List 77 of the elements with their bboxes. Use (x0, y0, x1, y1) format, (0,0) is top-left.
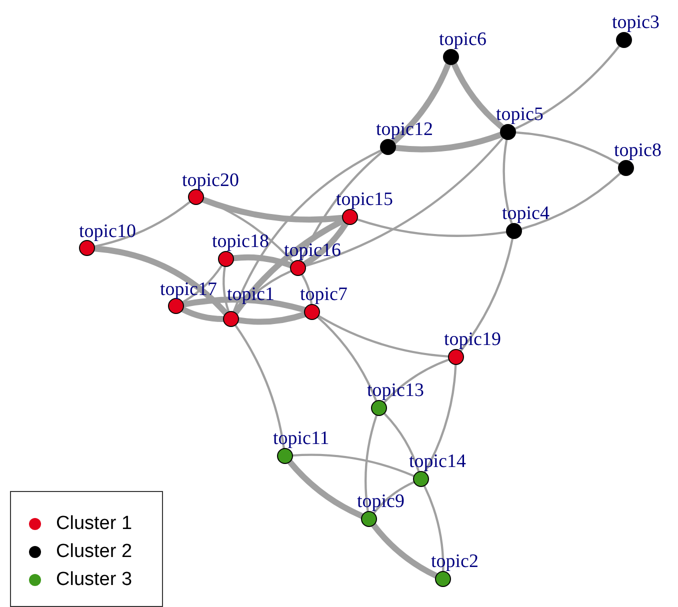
node-label: topic16 (284, 241, 341, 260)
node-label: topic12 (376, 120, 433, 139)
node-circle (506, 223, 522, 239)
node-label: topic18 (212, 232, 269, 251)
network-edge (236, 312, 308, 325)
network-edge (451, 61, 505, 130)
node-label: topic8 (614, 141, 662, 160)
node-circle (277, 448, 293, 464)
network-edge (392, 132, 504, 152)
node-label: topic4 (502, 204, 550, 223)
node-circle (435, 571, 451, 587)
node-circle (413, 471, 429, 487)
node-label: topic2 (431, 552, 478, 571)
network-edge (94, 200, 191, 248)
node-circle (443, 49, 459, 65)
node-label: topic7 (300, 285, 348, 304)
network-edge (502, 138, 513, 224)
network-edge (383, 358, 450, 404)
node-label: topic5 (496, 105, 544, 124)
node-label: topic1 (227, 285, 274, 304)
network-edge (514, 131, 620, 166)
node-label: topic17 (160, 280, 217, 299)
network-edge (424, 364, 457, 474)
network-edge (318, 315, 450, 358)
network-edge (304, 137, 504, 267)
network-edge (383, 412, 420, 472)
network-edge (287, 459, 365, 519)
node-label: topic13 (367, 381, 424, 400)
network-edge (316, 316, 378, 402)
network-edge (92, 246, 229, 316)
node-label: topic11 (273, 429, 330, 448)
network-edge (300, 151, 383, 262)
node-circle (218, 251, 234, 267)
node-label: topic15 (336, 190, 393, 209)
node-circle (361, 511, 377, 527)
node-label: topic20 (182, 171, 239, 190)
node-circle (223, 311, 239, 327)
node-label: topic10 (79, 222, 136, 241)
node-circle (380, 139, 396, 155)
node-label: topic19 (444, 330, 501, 349)
network-edge (514, 45, 620, 130)
node-circle (371, 400, 387, 416)
network-edge (180, 306, 226, 322)
node-circle (290, 260, 306, 276)
network-edge (292, 454, 415, 477)
node-circle (168, 298, 184, 314)
network-edge (232, 218, 346, 316)
network-edge (460, 238, 514, 352)
node-circle (79, 240, 95, 256)
network-edge (423, 485, 444, 572)
network-edge (391, 61, 452, 145)
network-edge (302, 220, 349, 267)
network-edge (230, 254, 294, 268)
legend-label: Cluster 2 (56, 542, 132, 561)
legend-label: Cluster 1 (56, 514, 132, 533)
network-edge (370, 522, 439, 579)
legend-label: Cluster 3 (56, 570, 132, 589)
network-edge (372, 481, 415, 514)
network-edge (234, 324, 285, 450)
node-circle (342, 209, 358, 225)
node-label: topic3 (612, 13, 660, 32)
node-circle (304, 304, 320, 320)
network-edge (182, 264, 223, 304)
node-circle (448, 349, 464, 365)
node-circle (618, 160, 634, 176)
node-label: topic9 (357, 492, 404, 511)
network-edge (520, 172, 622, 230)
network-edge (301, 274, 313, 306)
network-edge (356, 218, 508, 237)
network-edge (222, 266, 230, 312)
node-label: topic6 (439, 30, 486, 49)
node-circle (188, 189, 204, 205)
node-circle (616, 32, 632, 48)
node-label: topic14 (409, 452, 466, 471)
node-circle (500, 124, 516, 140)
network-edge (232, 149, 382, 313)
network-edge (364, 414, 378, 512)
